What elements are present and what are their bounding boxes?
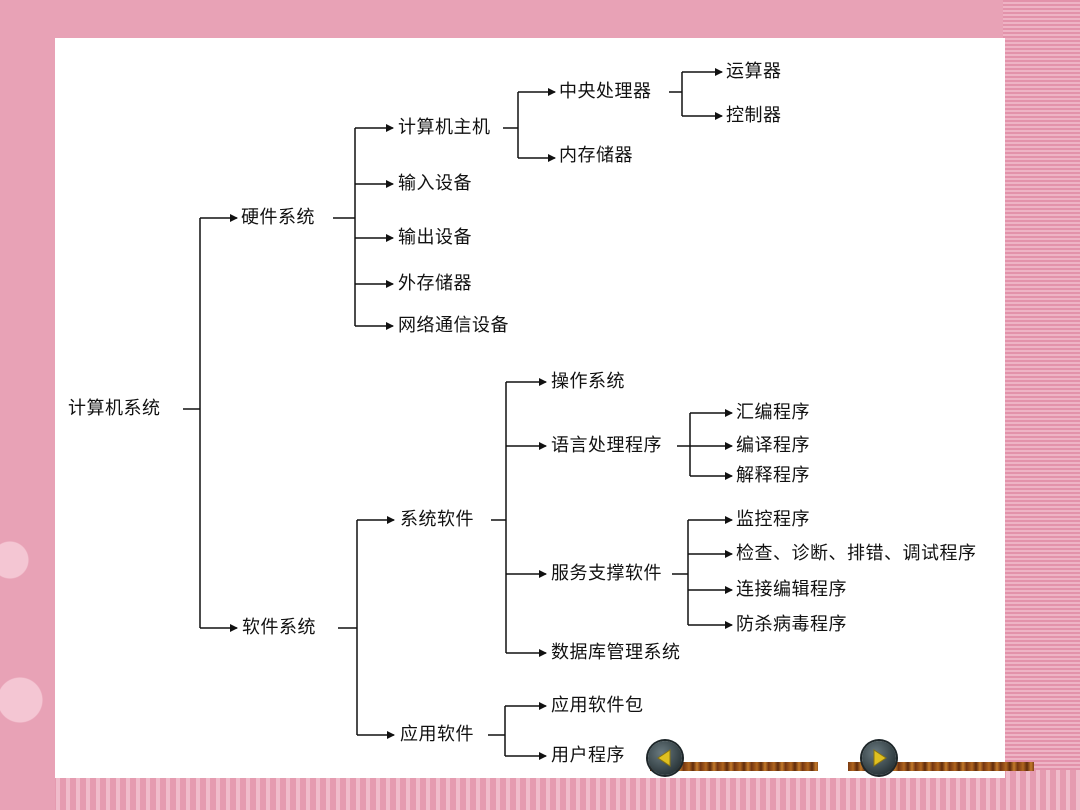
- node-app-package: 应用软件包: [551, 695, 644, 716]
- node-external-storage: 外存储器: [398, 273, 472, 294]
- node-network: 网络通信设备: [398, 315, 509, 336]
- node-output: 输出设备: [398, 227, 472, 248]
- background-stripes: [1003, 0, 1080, 810]
- next-nav-bar: [848, 762, 1034, 771]
- triangle-left-icon: [657, 749, 671, 767]
- node-database: 数据库管理系统: [551, 642, 681, 663]
- node-antivirus: 防杀病毒程序: [736, 614, 847, 635]
- node-memory: 内存储器: [559, 145, 633, 166]
- node-control-unit: 控制器: [726, 105, 782, 126]
- node-compiler: 编译程序: [736, 435, 810, 456]
- node-user-program: 用户程序: [551, 745, 625, 766]
- node-software: 软件系统: [242, 617, 316, 638]
- slide-panel: [55, 38, 1005, 778]
- node-linker: 连接编辑程序: [736, 579, 847, 600]
- prev-button[interactable]: [648, 741, 682, 775]
- next-button[interactable]: [862, 741, 896, 775]
- node-host: 计算机主机: [398, 117, 491, 138]
- node-input: 输入设备: [398, 173, 472, 194]
- node-service: 服务支撑软件: [551, 563, 662, 584]
- prev-nav-bar: [650, 762, 818, 771]
- node-system-software: 系统软件: [400, 509, 474, 530]
- node-application: 应用软件: [400, 724, 474, 745]
- node-root: 计算机系统: [68, 398, 161, 419]
- node-os: 操作系统: [551, 371, 625, 392]
- background-left-decoration: [0, 500, 55, 810]
- node-language: 语言处理程序: [551, 435, 662, 456]
- node-debug: 检查、诊断、排错、调试程序: [736, 543, 977, 564]
- triangle-right-icon: [873, 749, 887, 767]
- node-interpreter: 解释程序: [736, 465, 810, 486]
- node-hardware: 硬件系统: [241, 207, 315, 228]
- node-monitor: 监控程序: [736, 509, 810, 530]
- node-cpu: 中央处理器: [559, 81, 652, 102]
- node-alu: 运算器: [726, 61, 782, 82]
- node-assembler: 汇编程序: [736, 402, 810, 423]
